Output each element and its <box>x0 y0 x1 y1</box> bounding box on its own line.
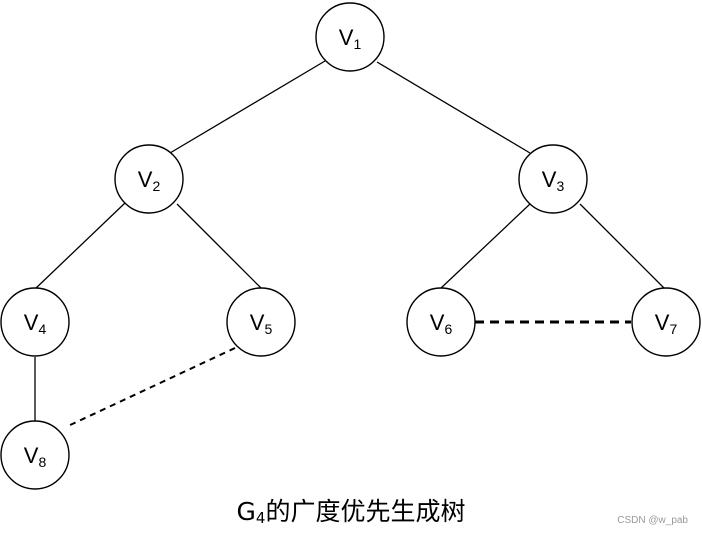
node-v1-letter: V <box>339 25 354 50</box>
caption-text: 的广度优先生成树 <box>265 497 466 526</box>
node-v6: V6 <box>406 287 476 357</box>
svg-text:V6: V6 <box>430 310 453 337</box>
edge-v1-v2 <box>169 60 326 154</box>
node-v6-letter: V <box>430 310 445 335</box>
node-v4: V4 <box>0 287 70 357</box>
node-v5: V5 <box>226 287 296 357</box>
node-v8: V8 <box>0 420 70 490</box>
node-v1: V1 <box>315 2 385 72</box>
svg-text:V7: V7 <box>655 310 678 337</box>
node-v7-letter: V <box>655 310 670 335</box>
svg-text:V3: V3 <box>542 167 565 194</box>
node-v3-index: 3 <box>556 178 564 194</box>
node-v2-letter: V <box>138 167 153 192</box>
node-v6-index: 6 <box>444 321 452 337</box>
node-v4-letter: V <box>24 310 39 335</box>
caption-index: 4 <box>255 509 266 527</box>
svg-text:V5: V5 <box>250 310 273 337</box>
node-v7: V7 <box>631 287 701 357</box>
node-v4-index: 4 <box>38 321 46 337</box>
edge-v2-v5 <box>176 203 263 290</box>
svg-text:V1: V1 <box>339 25 362 52</box>
edge-v1-v3 <box>376 61 531 154</box>
edge-v3-v7 <box>579 203 666 290</box>
node-v1-index: 1 <box>353 36 361 52</box>
svg-text:V4: V4 <box>24 310 47 337</box>
svg-text:V2: V2 <box>138 167 161 194</box>
node-v5-index: 5 <box>264 321 272 337</box>
node-v8-index: 8 <box>38 454 46 470</box>
diagram-caption: G4的广度优先生成树 <box>0 494 702 536</box>
caption-letter: G <box>236 497 256 526</box>
watermark: CSDN @w_pab <box>617 515 688 526</box>
dashed-edge-v5-v8 <box>67 347 236 427</box>
node-v2: V2 <box>114 144 184 214</box>
edge-v2-v4 <box>34 202 126 290</box>
node-v2-index: 2 <box>152 178 160 194</box>
node-v3-letter: V <box>542 167 557 192</box>
node-v7-index: 7 <box>669 321 677 337</box>
node-v8-letter: V <box>24 443 39 468</box>
node-v3: V3 <box>518 144 588 214</box>
svg-text:V8: V8 <box>24 443 47 470</box>
edge-v3-v6 <box>439 203 531 290</box>
node-v5-letter: V <box>250 310 265 335</box>
